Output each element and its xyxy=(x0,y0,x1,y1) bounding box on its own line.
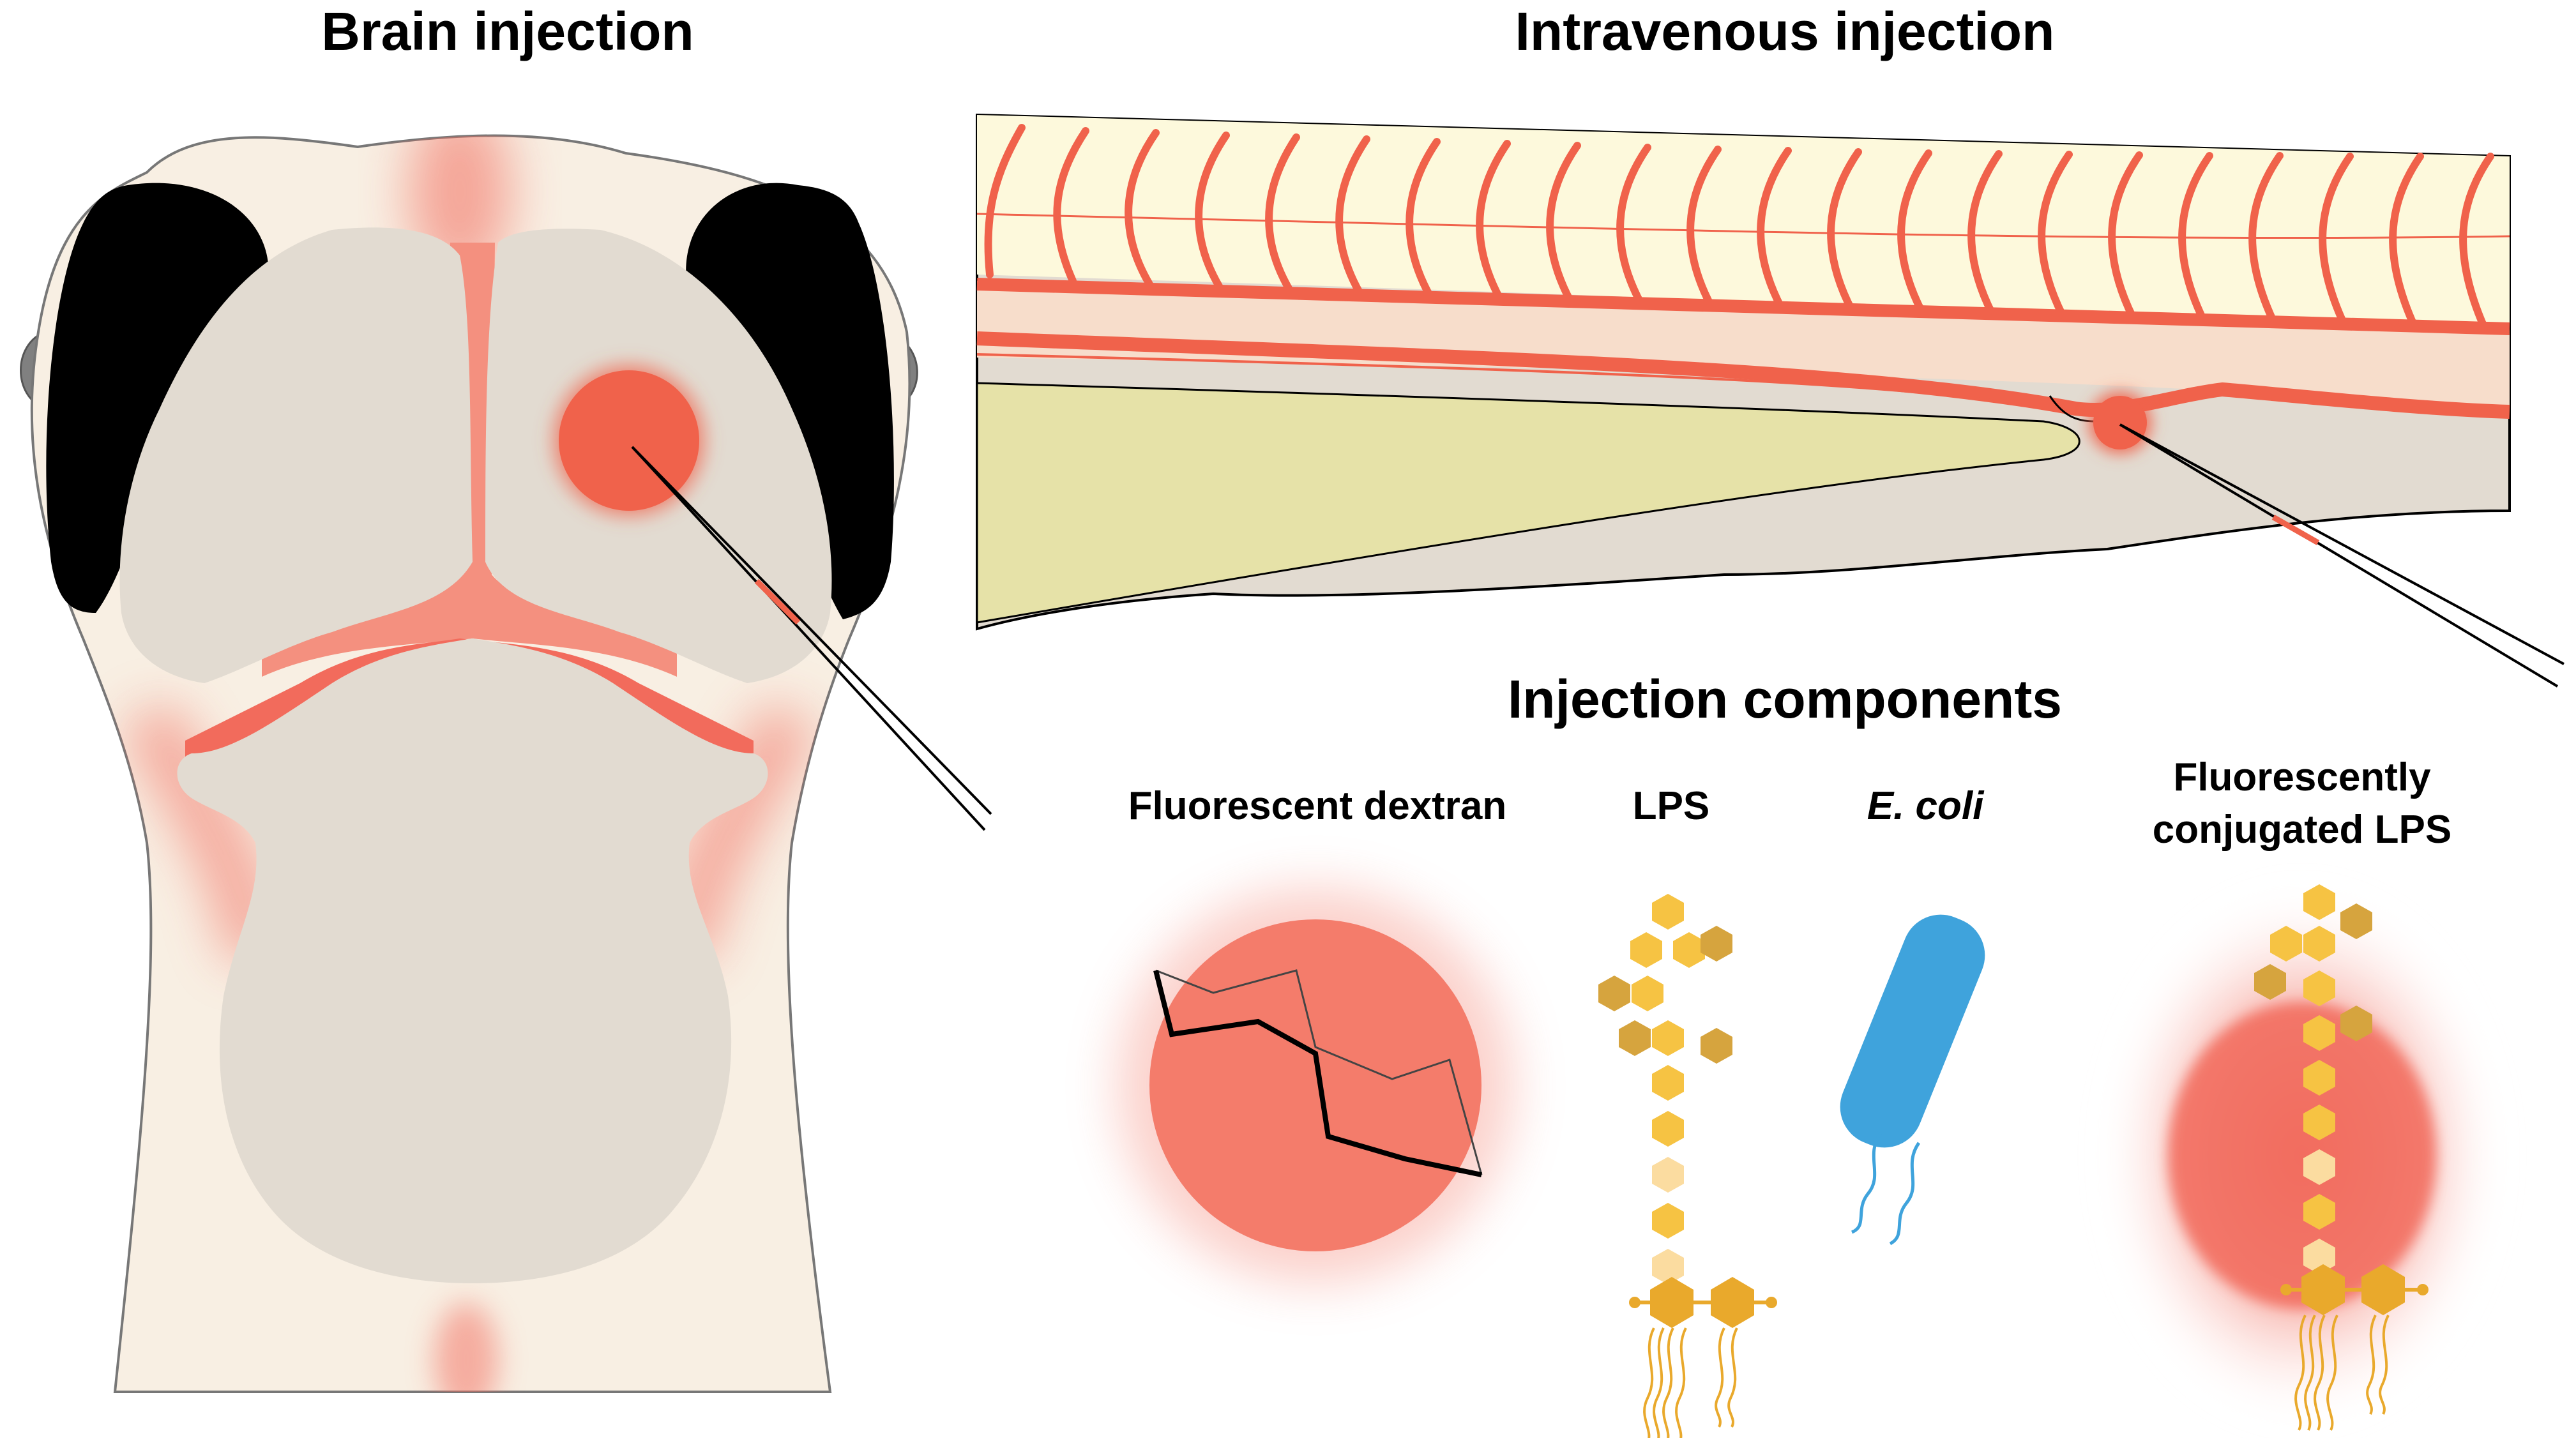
hindbrain-lobe xyxy=(177,638,768,1283)
e-coli-body xyxy=(1840,914,1985,1148)
label-fluorescent-dextran: Fluorescent dextran xyxy=(1128,784,1507,828)
dextran-particle xyxy=(1118,887,1513,1283)
label-conjugated-lps: conjugated LPS xyxy=(2153,808,2451,852)
iv-injection-needle xyxy=(2119,423,2565,688)
larva-trunk-lateral-view xyxy=(976,113,2511,631)
lps-molecule xyxy=(1598,894,1777,1441)
intersegmental-vessels xyxy=(984,124,2494,331)
title-brain-injection: Brain injection xyxy=(321,1,693,61)
vessel-band xyxy=(977,281,2510,409)
brain-injection-needle xyxy=(631,446,992,831)
dextran-chain-upper xyxy=(1155,969,1483,1175)
yolk-extension xyxy=(976,382,2080,624)
label-fluorescently: Fluorescently xyxy=(2173,755,2431,799)
e-coli-flagella xyxy=(1851,1132,1921,1246)
label-lps: LPS xyxy=(1633,784,1710,828)
left-forebrain-lobe xyxy=(119,227,473,683)
title-intravenous-injection: Intravenous injection xyxy=(1515,1,2055,61)
dextran-chain-lower xyxy=(1153,970,1482,1177)
conjugated-lps xyxy=(2098,881,2506,1431)
cardinal-vein xyxy=(976,331,2510,419)
iv-injection-core xyxy=(2093,396,2147,449)
vessel-line xyxy=(976,353,2044,410)
larva-head-dorsal-view xyxy=(20,134,918,1393)
somite-midline xyxy=(976,213,2510,239)
lps-acyl-chains xyxy=(1643,1327,1738,1441)
dorsal-aorta xyxy=(976,278,2510,335)
right-eye xyxy=(686,183,894,619)
e-coli-bacterium xyxy=(1840,914,1985,1246)
title-injection-components: Injection components xyxy=(1508,669,2062,729)
label-e-coli: E. coli xyxy=(1867,784,1985,828)
left-eye xyxy=(46,183,269,613)
brain-injection-core xyxy=(559,370,699,511)
hindbrain-ventricle xyxy=(185,638,754,766)
